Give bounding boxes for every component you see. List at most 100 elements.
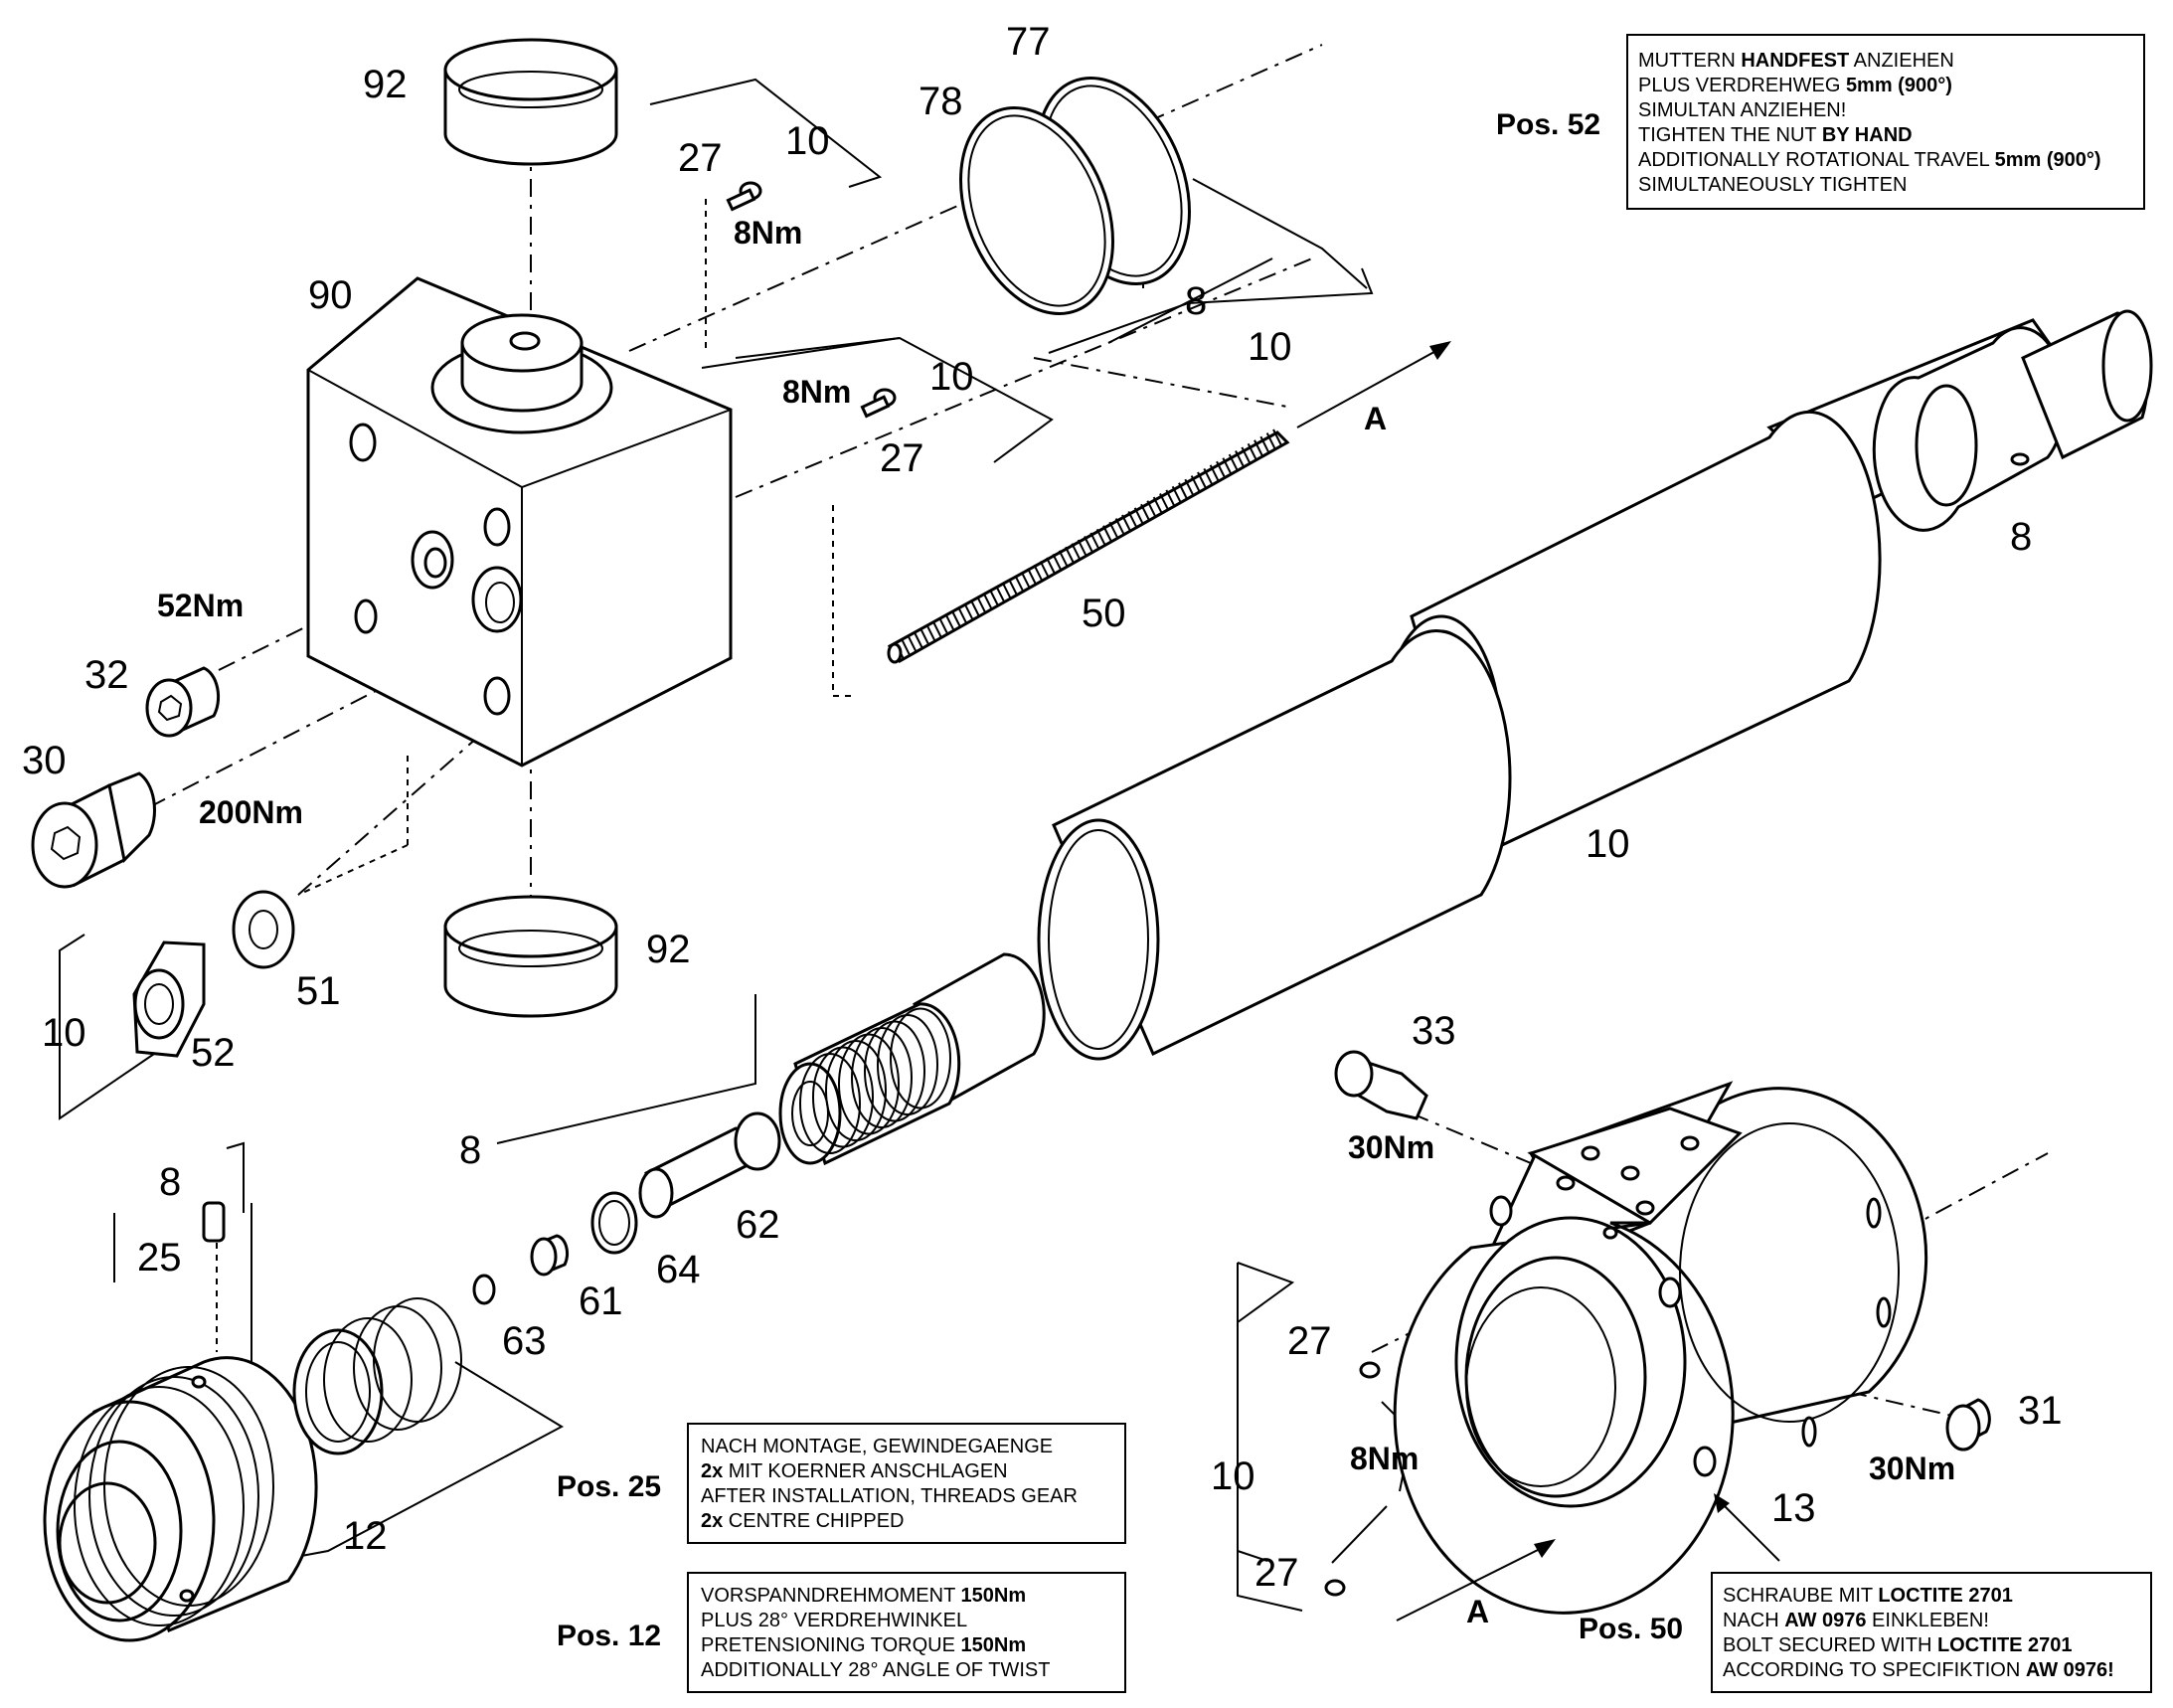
note-pos52-label: Pos. 52 <box>1496 108 1600 141</box>
callout-90: 90 <box>308 273 353 317</box>
torque-8nm-a: 8Nm <box>734 215 802 251</box>
callout-78: 78 <box>919 80 963 123</box>
thread-ring <box>825 1040 887 1141</box>
callout-77: 77 <box>1006 20 1051 64</box>
callout-8-c: 8 <box>459 1128 481 1172</box>
note-pos52: Pos. 52 MUTTERN HANDFEST ANZIEHEN PLUS V… <box>1496 34 2145 210</box>
note-pos50: Pos. 50 SCHRAUBE MIT LOCTITE 2701 NACH A… <box>1579 1572 2152 1693</box>
callout-27-d: 27 <box>1254 1551 1299 1595</box>
threaded-rod-50 <box>887 428 1290 664</box>
valve-block-90 <box>306 276 733 768</box>
svg-text:SIMULTANEOUSLY TIGHTEN: SIMULTANEOUSLY TIGHTEN <box>1638 174 1907 196</box>
torque-200nm: 200Nm <box>199 794 303 830</box>
fitting-33 <box>1334 1050 1428 1120</box>
torque-labels: 8Nm 8Nm 52Nm 200Nm 30Nm 8Nm 30Nm <box>157 215 1955 1486</box>
thread-ring <box>877 1014 938 1115</box>
sleeve-62 <box>638 1111 781 1219</box>
callout-10-tube: 10 <box>1586 822 1630 866</box>
plug-31 <box>1945 1398 1991 1452</box>
svg-text:ADDITIONALLY ROTATIONAL TRAVEL: ADDITIONALLY ROTATIONAL TRAVEL 5mm (900°… <box>1638 149 2101 171</box>
cylinder-assembly-10 <box>778 309 2153 1166</box>
callout-52: 52 <box>191 1031 236 1075</box>
callout-27-b: 27 <box>880 436 924 480</box>
callout-10-e: 10 <box>1211 1454 1255 1498</box>
rod-end-threads <box>799 1007 951 1154</box>
o-rings-77-78 <box>959 76 1191 316</box>
note-pos25-label: Pos. 25 <box>557 1470 661 1503</box>
callout-13: 13 <box>1771 1486 1816 1530</box>
callout-51: 51 <box>296 969 341 1013</box>
thread-ring <box>851 1027 913 1128</box>
svg-text:VORSPANNDREHMOMENT 150Nm: VORSPANNDREHMOMENT 150Nm <box>701 1585 1026 1607</box>
callout-25: 25 <box>137 1236 182 1280</box>
thread-ring <box>799 1053 861 1154</box>
callout-27-c: 27 <box>1287 1319 1332 1363</box>
note-pos50-label: Pos. 50 <box>1579 1613 1683 1645</box>
washer-51 <box>232 890 295 969</box>
svg-text:PLUS VERDREHWEG 5mm (900°): PLUS VERDREHWEG 5mm (900°) <box>1638 75 1952 96</box>
plug-32 <box>145 666 221 738</box>
svg-text:TIGHTEN THE NUT BY HAND: TIGHTEN THE NUT BY HAND <box>1638 124 1913 146</box>
callout-62: 62 <box>736 1203 780 1247</box>
note-pos12: Pos. 12 VORSPANNDREHMOMENT 150Nm PLUS 28… <box>557 1572 1126 1693</box>
callout-31: 31 <box>2018 1389 2063 1433</box>
svg-text:ACCORDING TO SPECIFIKTION AW 0: ACCORDING TO SPECIFIKTION AW 0976! <box>1723 1659 2114 1681</box>
ring-92-bottom <box>443 895 618 1018</box>
torque-30nm-b: 30Nm <box>1869 1451 1955 1486</box>
thread-ring <box>890 1007 951 1110</box>
callout-10-a: 10 <box>785 119 830 163</box>
plug-30 <box>31 771 156 889</box>
svg-text:ADDITIONALLY 28° ANGLE OF TWIS: ADDITIONALLY 28° ANGLE OF TWIST <box>701 1659 1050 1681</box>
svg-text:2x MIT KOERNER ANSCHLAGEN: 2x MIT KOERNER ANSCHLAGEN <box>701 1460 1008 1482</box>
svg-text:BOLT SECURED WITH LOCTITE 2701: BOLT SECURED WITH LOCTITE 2701 <box>1723 1634 2073 1656</box>
screw-27-top <box>726 181 762 212</box>
note-pos25: Pos. 25 NACH MONTAGE, GEWINDEGAENGE 2x M… <box>557 1423 1126 1544</box>
svg-text:PLUS 28° VERDREHWINKEL: PLUS 28° VERDREHWINKEL <box>701 1610 967 1631</box>
callout-labels: 92 10 27 77 78 90 8 10 10 27 50 8 32 30 … <box>22 20 2063 1595</box>
arrow-labels: A A <box>1364 401 1489 1629</box>
svg-text:AFTER INSTALLATION, THREADS GE: AFTER INSTALLATION, THREADS GEAR <box>701 1485 1078 1507</box>
callout-50: 50 <box>1082 592 1126 635</box>
ring-92-top <box>443 38 618 166</box>
callout-10-b: 10 <box>1248 325 1292 369</box>
callout-33: 33 <box>1412 1009 1456 1053</box>
thread-ring <box>838 1033 900 1135</box>
torque-52nm: 52Nm <box>157 588 244 623</box>
callout-10-c: 10 <box>929 355 974 399</box>
callout-92-top: 92 <box>363 63 408 106</box>
callout-30: 30 <box>22 739 67 782</box>
svg-text:NACH MONTAGE, GEWINDEGAENGE: NACH MONTAGE, GEWINDEGAENGE <box>701 1436 1053 1457</box>
thread-ring <box>812 1046 874 1148</box>
screw-27-mid <box>860 388 897 419</box>
small-ring-63 <box>472 1274 496 1305</box>
torque-30nm-a: 30Nm <box>1348 1129 1434 1165</box>
svg-text:MUTTERN HANDFEST ANZIEHEN: MUTTERN HANDFEST ANZIEHEN <box>1638 50 1954 72</box>
callout-61: 61 <box>579 1280 623 1323</box>
callout-8-shaft: 8 <box>2010 515 2032 559</box>
callout-8-b: 8 <box>159 1160 181 1204</box>
spring <box>292 1297 462 1455</box>
callout-8-a: 8 <box>1185 279 1207 323</box>
torque-8nm-c: 8Nm <box>1350 1441 1419 1476</box>
note-pos12-label: Pos. 12 <box>557 1620 661 1652</box>
svg-text:NACH AW 0976 EINKLEBEN!: NACH AW 0976 EINKLEBEN! <box>1723 1610 1989 1631</box>
callout-12: 12 <box>343 1514 388 1558</box>
section-label-a-bottom: A <box>1466 1594 1489 1629</box>
valve-body-13 <box>1393 1081 1928 1615</box>
callout-27-a: 27 <box>678 136 723 180</box>
torque-8nm-b: 8Nm <box>782 374 851 410</box>
nut-52 <box>132 940 206 1058</box>
thread-ring <box>864 1020 925 1122</box>
svg-text:2x CENTRE CHIPPED: 2x CENTRE CHIPPED <box>701 1510 905 1532</box>
svg-text:PRETENSIONING TORQUE 150Nm: PRETENSIONING TORQUE 150Nm <box>701 1634 1026 1656</box>
grub-screw-25 <box>202 1201 226 1243</box>
callout-64: 64 <box>656 1248 701 1291</box>
callout-63: 63 <box>502 1319 547 1363</box>
callout-10-d: 10 <box>42 1011 86 1055</box>
svg-text:SIMULTAN ANZIEHEN!: SIMULTAN ANZIEHEN! <box>1638 99 1846 121</box>
section-arrows <box>1296 341 1780 1622</box>
section-label-a-top: A <box>1364 401 1387 436</box>
circlip-64 <box>590 1191 638 1255</box>
svg-text:SCHRAUBE MIT LOCTITE 2701: SCHRAUBE MIT LOCTITE 2701 <box>1723 1585 2013 1607</box>
